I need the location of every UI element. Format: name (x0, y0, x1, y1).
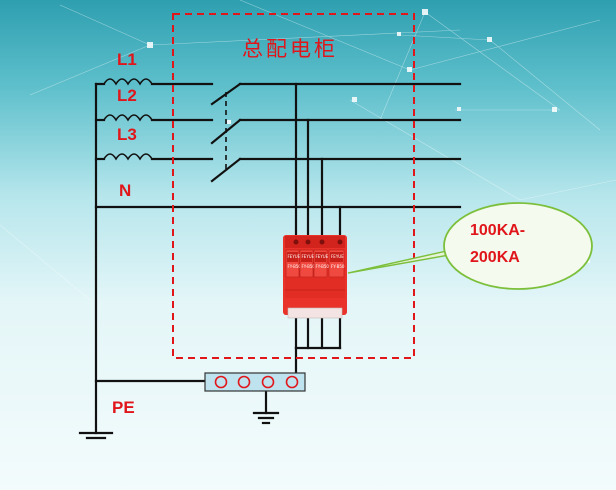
spd-device: FEYUE FY-B50 FEYUE FY-B50 FEYUE FY-B50 F… (283, 235, 347, 319)
spd-module-4-brand: FEYUE (331, 254, 344, 259)
spd-module-2: FEYUE FY-B50 (299, 249, 316, 278)
neutral-label: N (119, 181, 131, 200)
grounding-bar (204, 372, 306, 392)
spd-module-4-code: FY-B50 (331, 264, 345, 269)
cabinet-title: 总配电柜 (242, 37, 338, 61)
spd-module-3-code: FY-B50 (316, 264, 330, 269)
callout-line-2: 200KA (470, 249, 520, 266)
terminal-2 (237, 375, 251, 389)
switch-blade-3 (210, 157, 242, 183)
spd-module-2-code: FY-B50 (302, 264, 316, 269)
spd-module-4: FEYUE FY-B50 (328, 249, 345, 278)
spd-module-1: FEYUE FY-B50 (285, 249, 302, 278)
background-nodes (147, 9, 590, 263)
ground-label: PE (112, 398, 135, 417)
phase-label-l1: L1 (117, 50, 137, 69)
capacity-callout: 100KA- 200KA (347, 202, 593, 290)
callout-line-1: 100KA- (470, 222, 525, 239)
phase-label-l2: L2 (117, 86, 137, 105)
spd-module-1-code: FY-B50 (288, 264, 302, 269)
coil-l1 (103, 78, 153, 86)
phase-coils (103, 78, 153, 161)
phase-label-l3: L3 (117, 125, 137, 144)
spd-module-2-brand: FEYUE (302, 254, 315, 259)
spd-module-1-brand: FEYUE (288, 254, 301, 259)
terminal-3 (261, 375, 275, 389)
spd-module-3-brand: FEYUE (316, 254, 329, 259)
cabinet-boundary (172, 13, 415, 359)
terminal-1 (214, 375, 228, 389)
terminal-4 (285, 375, 299, 389)
coil-l2 (103, 114, 153, 122)
background-network (0, 0, 616, 300)
coil-l3 (103, 153, 153, 161)
wiring (78, 82, 462, 440)
spd-module-3: FEYUE FY-B50 (313, 249, 330, 278)
